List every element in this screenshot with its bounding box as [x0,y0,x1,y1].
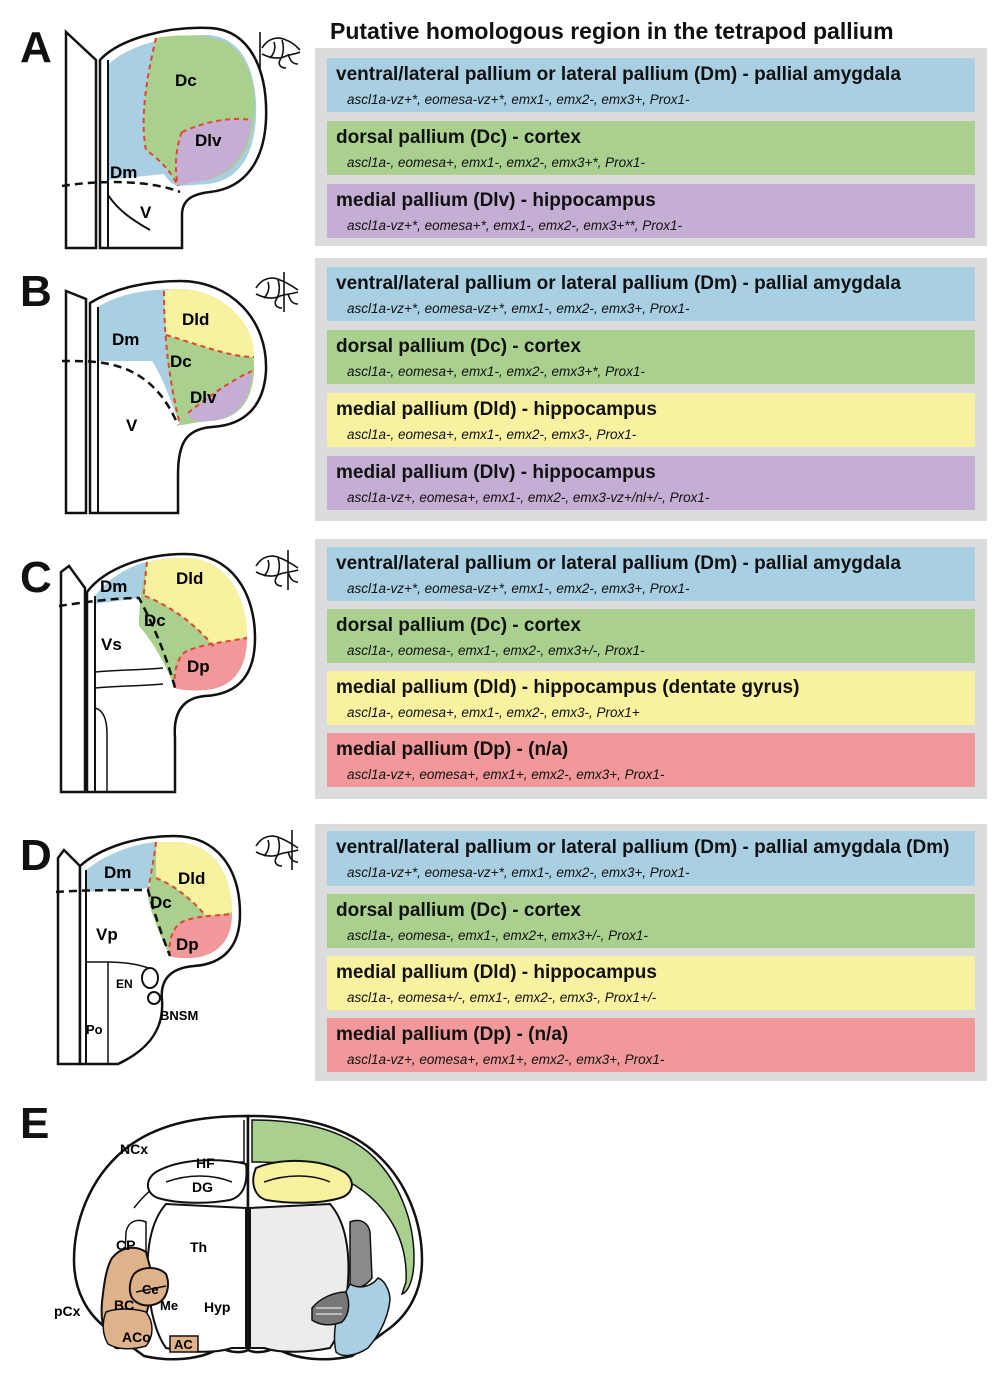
region-label-dp: Dp [187,657,210,676]
row-title: medial pallium (Dld) - hippocampus [336,962,657,983]
fish-brain-icon [255,550,299,590]
region-label-v: V [126,416,138,435]
row-title: medial pallium (Dld) - hippocampus [336,399,657,420]
panel-a-row-dlv: medial pallium (Dlv) - hippocampus ascl1… [327,184,975,238]
region-label-po: Po [86,1022,103,1037]
row-title: ventral/lateral pallium or lateral palli… [336,64,901,85]
fish-brain-icon [255,272,299,312]
region-label-bnsm: BNSM [160,1008,198,1023]
row-title: medial pallium (Dp) - (n/a) [336,739,569,760]
row-title: medial pallium (Dlv) - hippocampus [336,190,656,211]
panel-d-table: ventral/lateral pallium or lateral palli… [315,824,987,1081]
panel-letter-e: E [20,1099,50,1148]
region-label-dlv: Dlv [190,388,217,407]
region-label-dm: Dm [110,163,137,182]
region-label-dld: Dld [178,869,205,888]
row-title: ventral/lateral pallium or lateral palli… [336,553,901,574]
panel-c-row-dm: ventral/lateral pallium or lateral palli… [327,547,975,601]
region-label-ac: AC [174,1337,193,1352]
panel-b-row-dc: dorsal pallium (Dc) - cortex ascl1a-, eo… [327,330,975,384]
row-expression: ascl1a-, eomesa+, emx1-, emx2-, emx3+*, … [347,155,645,170]
region-label-dm: Dm [112,330,139,349]
region-label-hf: HF [196,1155,215,1171]
panel-c-row-dp: medial pallium (Dp) - (n/a) ascl1a-vz+, … [327,733,975,787]
brain-section-a: Dc Dlv Dm V [61,26,268,250]
table-header: Putative homologous region in the tetrap… [330,18,894,44]
panel-letter-b: B [20,267,52,316]
row-expression: ascl1a-, eomesa+, emx1-, emx2-, emx3-, P… [347,427,637,442]
fish-brain-icon [255,830,299,870]
region-label-aco: ACo [122,1329,151,1345]
fish-brain-icon [259,32,301,72]
region-label-dm: Dm [100,577,127,596]
region-label-dc: Dc [170,352,192,371]
region-label-ce: Ce [142,1282,159,1297]
brain-section-d: Dm Dld Dc Vp Dp EN BNSM Po [55,834,242,1066]
panel-b-row-dlv: medial pallium (Dlv) - hippocampus ascl1… [327,456,975,510]
row-title: medial pallium (Dld) - hippocampus (dent… [336,677,800,698]
row-title: ventral/lateral pallium or lateral palli… [336,273,901,294]
panel-b-row-dm: ventral/lateral pallium or lateral palli… [327,267,975,321]
brain-section-b: Dld Dm Dc Dlv V [61,279,268,515]
brain-section-c: Dm Dld Dc Vs Dp [58,552,257,794]
panel-a-row-dc: dorsal pallium (Dc) - cortex ascl1a-, eo… [327,121,975,175]
panel-letter-a: A [20,23,52,72]
row-expression: ascl1a-, eomesa+, emx1-, emx2-, emx3-, P… [347,705,640,720]
panel-d-row-dm: ventral/lateral pallium or lateral palli… [327,831,975,886]
region-label-en: EN [116,977,133,991]
region-label-dld: Dld [176,569,203,588]
panel-d-row-dld: medial pallium (Dld) - hippocampus ascl1… [327,956,975,1010]
region-label-dc: Dc [144,611,166,630]
region-label-dc: Dc [150,893,172,912]
brain-section-e: NCx HF DG CP Th pCx BC Ce Me Hyp ACo AC [54,1114,424,1361]
region-label-dld: Dld [182,310,209,329]
panel-d-row-dp: medial pallium (Dp) - (n/a) ascl1a-vz+, … [327,1018,975,1072]
region-label-dc: Dc [175,71,197,90]
region-label-me: Me [160,1298,178,1313]
row-title: medial pallium (Dlv) - hippocampus [336,462,656,483]
row-expression: ascl1a-, eomesa-, emx1-, emx2-, emx3+/-,… [347,643,645,658]
region-label-vs: Vs [101,635,122,654]
region-label-pcx: pCx [54,1303,81,1319]
region-label-dlv: Dlv [195,131,222,150]
row-title: dorsal pallium (Dc) - cortex [336,615,581,636]
row-title: ventral/lateral pallium or lateral palli… [336,837,950,858]
panel-b-table: ventral/lateral pallium or lateral palli… [315,258,987,521]
row-title: dorsal pallium (Dc) - cortex [336,336,581,357]
row-expression: ascl1a-vz+, eomesa+, emx1+, emx2-, emx3+… [347,1052,665,1067]
region-label-vp: Vp [96,925,118,944]
panel-letter-c: C [20,553,52,602]
row-expression: ascl1a-, eomesa-, emx1-, emx2+, emx3+/-,… [347,928,648,943]
region-label-hyp: Hyp [204,1299,230,1315]
row-expression: ascl1a-vz+*, eomesa-vz+*, emx1-, emx2-, … [347,301,690,316]
row-title: dorsal pallium (Dc) - cortex [336,127,581,148]
panel-a-row-dm: ventral/lateral pallium or lateral palli… [327,58,975,112]
panel-b-row-dld: medial pallium (Dld) - hippocampus ascl1… [327,393,975,447]
region-label-bc: BC [114,1297,134,1313]
region-label-dm: Dm [104,863,131,882]
region-label-dp: Dp [176,935,199,954]
panel-c-table: ventral/lateral pallium or lateral palli… [315,539,987,799]
row-expression: ascl1a-vz+*, eomesa-vz+*, emx1-, emx2-, … [347,865,690,880]
panel-d-row-dc: dorsal pallium (Dc) - cortex ascl1a-, eo… [327,894,975,948]
panel-letter-d: D [20,831,52,880]
region-label-v: V [140,203,152,222]
row-expression: ascl1a-vz+*, eomesa-vz+*, emx1-, emx2-, … [347,581,690,596]
region-label-ncx: NCx [120,1141,148,1157]
row-expression: ascl1a-vz+, eomesa+, emx1+, emx2-, emx3+… [347,767,665,782]
row-expression: ascl1a-vz+*, eomesa+*, emx1-, emx2-, emx… [347,218,683,233]
region-label-cp: CP [116,1237,135,1253]
region-label-dg: DG [192,1179,213,1195]
region-label-th: Th [190,1239,207,1255]
row-expression: ascl1a-vz+*, eomesa-vz+*, emx1-, emx2-, … [347,92,690,107]
panel-c-row-dld: medial pallium (Dld) - hippocampus (dent… [327,671,975,725]
row-expression: ascl1a-, eomesa+, emx1-, emx2-, emx3+*, … [347,364,645,379]
row-expression: ascl1a-vz+, eomesa+, emx1-, emx2-, emx3-… [347,490,710,505]
row-title: medial pallium (Dp) - (n/a) [336,1024,569,1045]
panel-c-row-dc: dorsal pallium (Dc) - cortex ascl1a-, eo… [327,609,975,663]
row-expression: ascl1a-, eomesa+/-, emx1-, emx2-, emx3-,… [347,990,657,1005]
panel-a-table: ventral/lateral pallium or lateral palli… [315,48,987,246]
row-title: dorsal pallium (Dc) - cortex [336,900,581,921]
